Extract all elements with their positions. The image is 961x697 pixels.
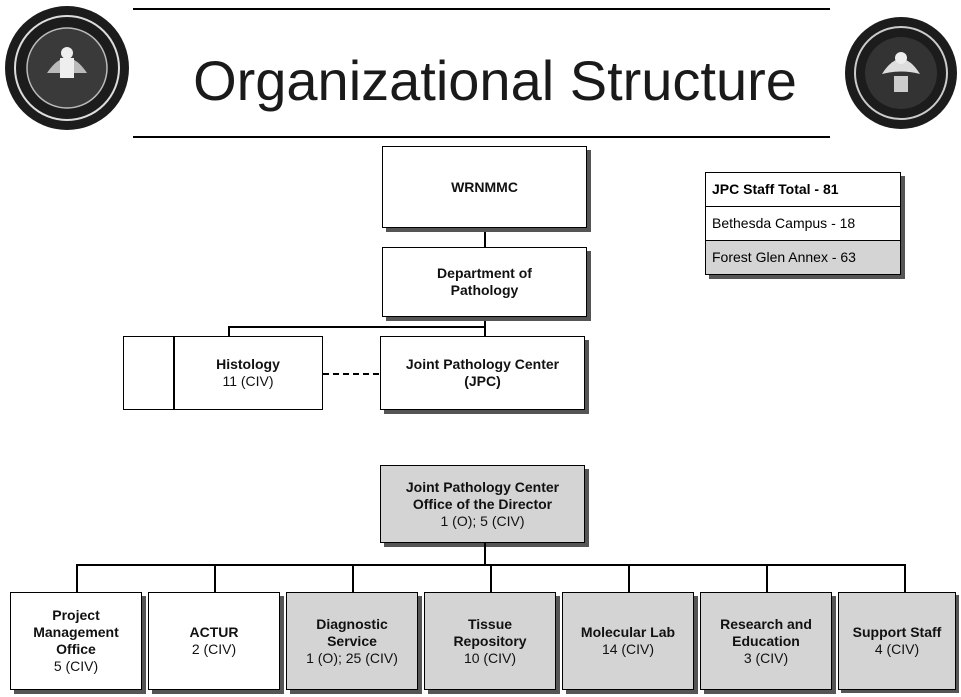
- unit-support-staff: Support Staff 4 (CIV): [838, 592, 956, 690]
- connector-dept-branch: [228, 326, 486, 328]
- page-title: Organizational Structure: [193, 49, 797, 112]
- connector-unit-3: [352, 564, 354, 592]
- connector-unit-7: [904, 564, 906, 592]
- connector-wrnmmc-dept: [484, 227, 486, 247]
- title-rule-bottom: [133, 136, 830, 138]
- connector-unit-5: [628, 564, 630, 592]
- connector-unit-4: [490, 564, 492, 592]
- dod-seal-icon: [5, 6, 129, 130]
- unit-molecular-lab: Molecular Lab 14 (CIV): [562, 592, 694, 690]
- staff-forest-glen: Forest Glen Annex - 63: [706, 241, 900, 274]
- connector-histology: [228, 326, 230, 336]
- department-of-pathology-box: Department of Pathology: [382, 247, 587, 317]
- unit-tissue-repository: Tissue Repository 10 (CIV): [424, 592, 556, 690]
- connector-unit-6: [766, 564, 768, 592]
- histology-box: Histology 11 (CIV): [123, 336, 323, 410]
- staff-total-heading: JPC Staff Total - 81: [706, 173, 900, 207]
- unit-project-management-office: Project Management Office 5 (CIV): [10, 592, 142, 690]
- connector-unit-1: [76, 564, 78, 592]
- unit-actur: ACTUR 2 (CIV): [148, 592, 280, 690]
- staff-totals-box: JPC Staff Total - 81 Bethesda Campus - 1…: [705, 172, 901, 275]
- jpc-box: Joint Pathology Center (JPC): [380, 336, 585, 410]
- connector-unit-2: [214, 564, 216, 592]
- histology-divider: [173, 336, 175, 410]
- title-rule-top: [133, 8, 830, 10]
- staff-bethesda: Bethesda Campus - 18: [706, 207, 900, 241]
- connector-dept-down: [484, 316, 486, 336]
- connector-director-down: [484, 543, 486, 565]
- dha-seal-icon: [845, 17, 957, 129]
- unit-research-and-education: Research and Education 3 (CIV): [700, 592, 832, 690]
- wrnmmc-box: WRNMMC: [382, 146, 587, 228]
- unit-diagnostic-service: Diagnostic Service 1 (O); 25 (CIV): [286, 592, 418, 690]
- connector-histology-jpc-dashed: [323, 373, 379, 375]
- director-box: Joint Pathology Center Office of the Dir…: [380, 465, 585, 543]
